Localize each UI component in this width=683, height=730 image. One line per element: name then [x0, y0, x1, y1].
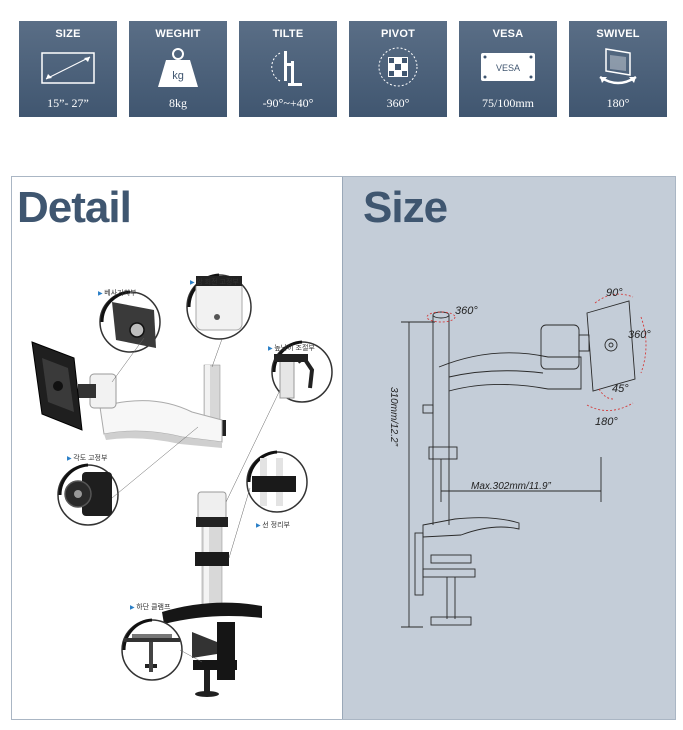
callout-cable-management: 선 정리부 [256, 520, 290, 530]
spec-label: PIVOT [380, 28, 415, 40]
size-title: Size [363, 183, 448, 232]
swivel-icon [599, 48, 637, 85]
angle-pole-rotation: 360° [455, 305, 478, 317]
detail-title: Detail [17, 183, 132, 232]
size-line-drawing [401, 293, 647, 628]
weight-icon-text: kg [172, 70, 184, 82]
callout-arm-rotation-lock: 암 회전 고정부 [190, 277, 239, 287]
detail-panel: Detail [12, 177, 343, 719]
spec-tiles: SIZE 15”- 27” WEGHIT kg 8kg TILTE -90°~+… [19, 21, 667, 117]
callout-bottom-clamp: 하단 클램프 [130, 602, 170, 612]
spec-tile-swivel: SWIVEL 180° [569, 21, 667, 117]
height-dimension: 310mm/12.2” [388, 387, 399, 446]
reach-dimension: Max.302mm/11.9” [471, 481, 551, 492]
spec-label: TILTE [272, 28, 304, 40]
tilt-icon [271, 51, 302, 86]
spec-label: WEGHIT [155, 28, 201, 40]
spec-value: 360° [386, 96, 410, 110]
spec-tile-pivot: PIVOT 360° [349, 21, 447, 117]
size-panel: Size [343, 177, 675, 719]
product-panels: Detail [11, 176, 676, 720]
spec-label: SWIVEL [596, 28, 640, 40]
angle-swivel: 180° [595, 416, 618, 428]
vesa-plate-icon: VESA [481, 53, 535, 81]
spec-value: 75/100mm [481, 96, 534, 110]
vesa-icon-text: VESA [496, 63, 520, 73]
weight-icon: kg [158, 48, 198, 87]
spec-value: -90°~+40° [262, 96, 314, 110]
spec-label: VESA [492, 28, 524, 40]
callout-vesa-screws: 베사거치부 [98, 288, 136, 298]
spec-tile-weight: WEGHIT kg 8kg [129, 21, 227, 117]
spec-label: SIZE [55, 28, 81, 40]
monitor-arm-photo [31, 273, 333, 697]
spec-tile-vesa: VESA VESA 75/100mm [459, 21, 557, 117]
spec-value: 15”- 27” [47, 96, 89, 110]
angle-tilt-up: 90° [606, 287, 623, 299]
angle-pivot: 360° [628, 329, 651, 341]
monitor-size-icon [41, 52, 95, 84]
angle-tilt-down: 45° [612, 383, 629, 395]
spec-value: 8kg [169, 96, 187, 110]
pivot-icon [378, 47, 418, 87]
callout-height-adjust: 높낮이 조절부 [268, 343, 315, 353]
spec-value: 180° [606, 96, 630, 110]
spec-tile-tilt: TILTE -90°~+40° [239, 21, 337, 117]
callout-angle-lock: 각도 고정부 [67, 453, 107, 463]
spec-tile-size: SIZE 15”- 27” [19, 21, 117, 117]
